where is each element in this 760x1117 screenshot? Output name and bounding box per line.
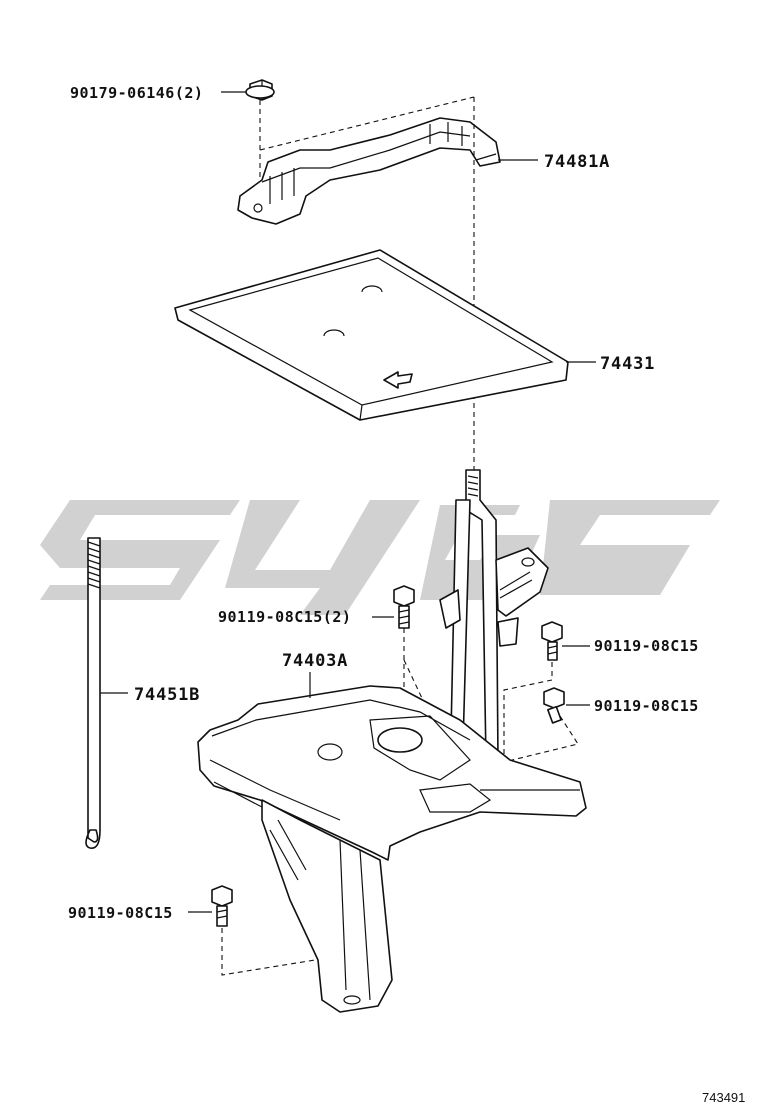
leader-lines <box>100 91 596 913</box>
part-label-74451b: 74451B <box>134 685 200 705</box>
part-label-74431: 74431 <box>600 354 655 374</box>
battery-tray <box>174 249 569 421</box>
nut-90179 <box>245 79 275 101</box>
part-labels: 90179-06146(2) 74481A 74431 90119-08C15(… <box>68 84 745 1105</box>
part-label-90119-08c15-c: 90119-08C15 <box>68 904 173 922</box>
part-label-90119-08c15-a: 90119-08C15 <box>594 637 699 655</box>
figure-number: 743491 <box>702 1090 745 1105</box>
bolt-right-lower <box>543 687 565 724</box>
part-label-90119-08c15-b: 90119-08C15 <box>594 697 699 715</box>
guide-line <box>259 96 475 151</box>
guide-line <box>221 928 347 976</box>
hold-down-rod <box>85 537 101 849</box>
support-post <box>439 469 549 781</box>
part-label-90119-08c15-2: 90119-08C15(2) <box>218 608 351 626</box>
part-label-74403a: 74403A <box>282 651 348 671</box>
bolt-right-upper <box>541 621 563 661</box>
guide-line <box>503 715 579 763</box>
battery-carrier <box>197 685 587 1013</box>
bolt-lower-left <box>211 885 233 927</box>
watermark-logo <box>40 500 720 615</box>
battery-clamp <box>237 117 501 225</box>
guide-line <box>503 662 553 760</box>
part-label-90179-06146: 90179-06146(2) <box>70 84 203 102</box>
bolt-center <box>393 585 415 629</box>
part-label-74481a: 74481A <box>544 152 610 172</box>
